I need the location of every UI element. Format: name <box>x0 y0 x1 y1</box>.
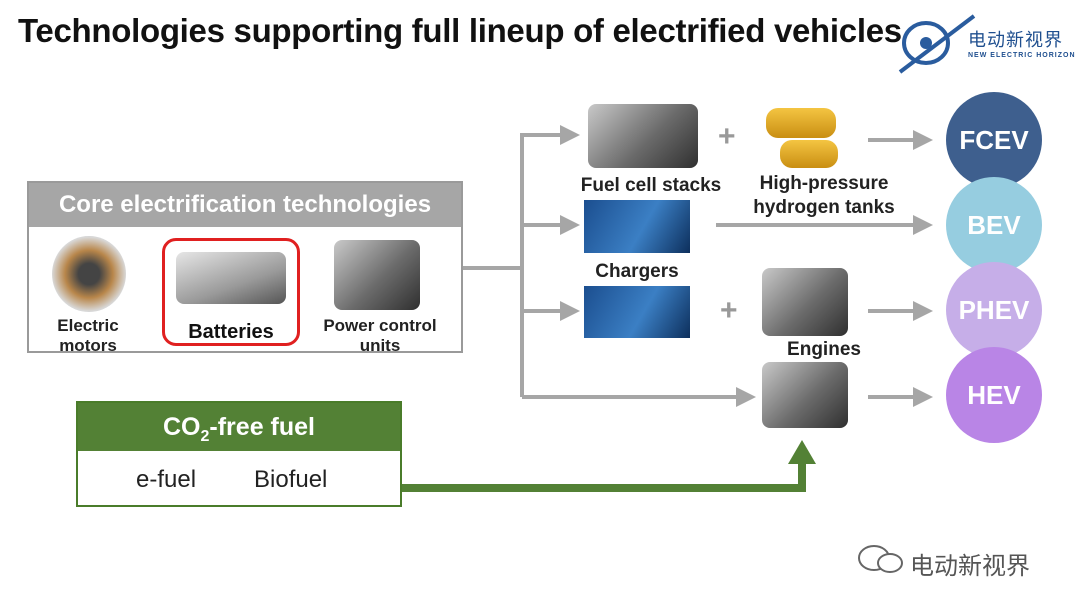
fcev-circle: FCEV <box>946 92 1042 188</box>
fuel-to-engine-arrowhead <box>788 440 816 464</box>
chargers-label: Chargers <box>595 261 679 282</box>
engine-image <box>762 268 848 336</box>
biofuel-label: Biofuel <box>254 466 328 493</box>
phev-circle: PHEV <box>946 262 1042 358</box>
fuel-cell-stacks-label: Fuel cell stacks <box>580 175 722 196</box>
engine-image <box>762 362 848 428</box>
logo-subtext: NEW ELECTRIC HORIZON <box>968 52 1076 59</box>
charger-image <box>584 286 690 338</box>
fuel-to-engine-arrow <box>402 462 806 492</box>
hydrogen-tank-image <box>780 140 838 168</box>
core-tech-heading: Core electrification technologies <box>29 183 461 227</box>
hydrogen-tank-image <box>766 108 836 138</box>
plus-sign: + <box>720 294 738 327</box>
batteries-label: Batteries <box>188 321 274 343</box>
fuel-cell-stack-image <box>588 104 698 168</box>
page-title: Technologies supporting full lineup of e… <box>18 12 902 49</box>
plus-sign: + <box>718 120 736 153</box>
co2-free-fuel-heading: CO2-free fuel <box>78 403 400 451</box>
power-control-unit-image <box>334 240 420 310</box>
brand-logo-icon <box>898 14 976 74</box>
charger-image <box>584 200 690 253</box>
engines-label: Engines <box>787 339 861 360</box>
watermark-text: 电动新视界 <box>910 552 1030 580</box>
wechat-icon <box>858 545 903 573</box>
e-fuel-label: e-fuel <box>136 466 197 493</box>
electric-motor-image <box>52 236 126 312</box>
battery-image <box>176 252 286 304</box>
batteries-highlight-frame <box>162 238 300 346</box>
bev-circle: BEV <box>946 177 1042 273</box>
hev-circle: HEV <box>946 347 1042 443</box>
logo-text: 电动新视界 <box>968 30 1063 51</box>
